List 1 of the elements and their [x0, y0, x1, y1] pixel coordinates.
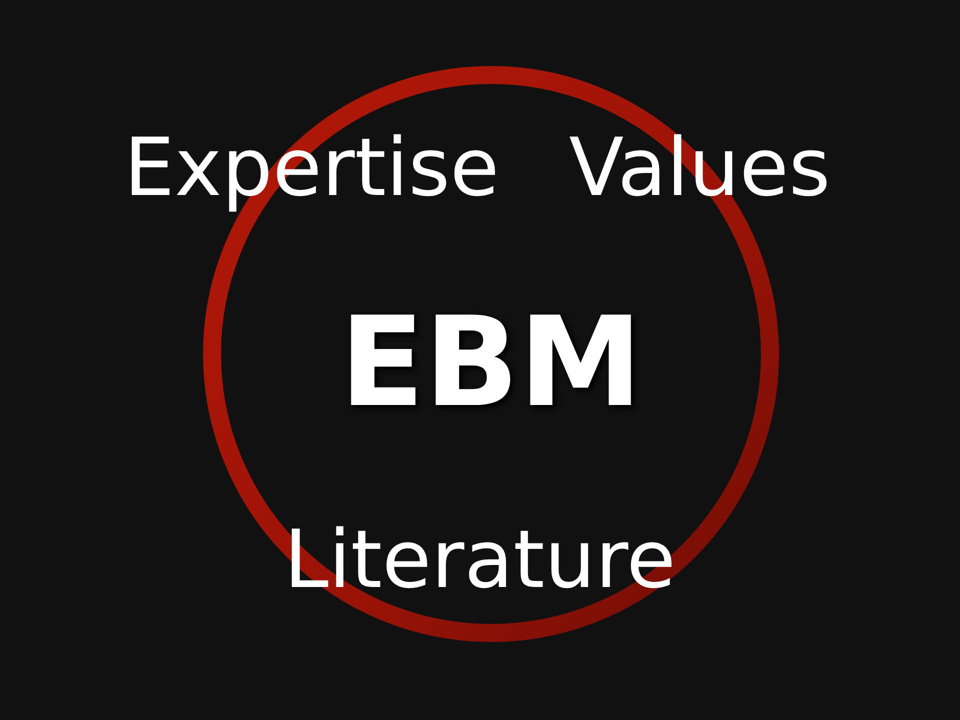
- center-label: EBM: [340, 301, 642, 425]
